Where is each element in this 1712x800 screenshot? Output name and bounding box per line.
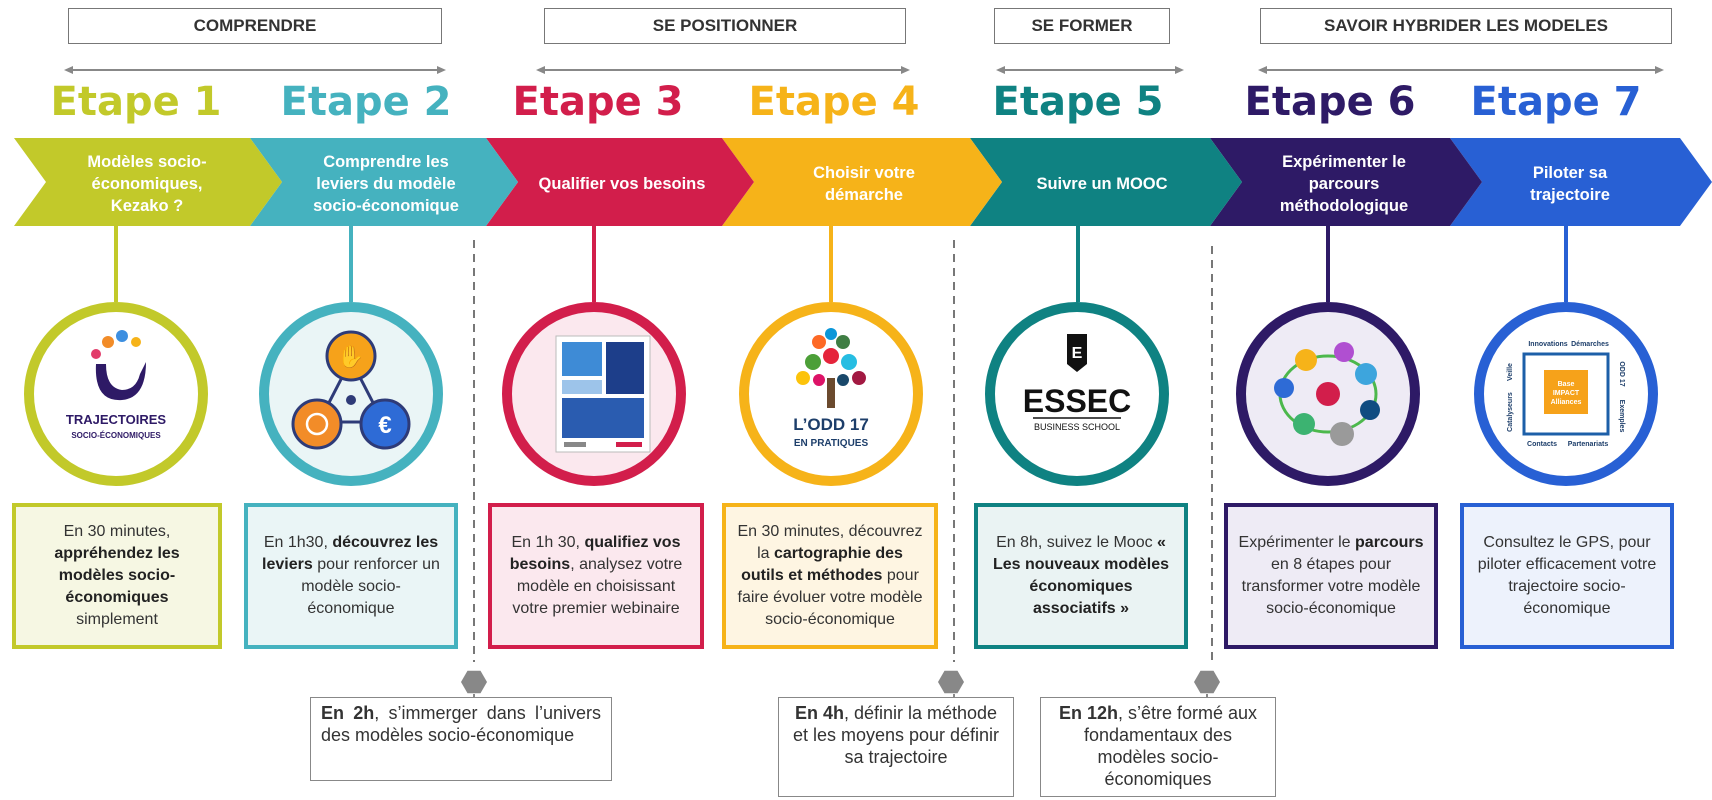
step-3-chevron-label: Qualifier vos besoins bbox=[538, 175, 706, 193]
step-7-chevron-label: Piloter sa trajectoire bbox=[1530, 164, 1610, 204]
chevron-3 bbox=[486, 138, 754, 226]
step-7-card: Consultez le GPS, pour piloter efficacem… bbox=[1460, 503, 1674, 649]
milestone-marker-2 bbox=[938, 670, 964, 694]
phase-se-former: SE FORMER bbox=[994, 8, 1170, 44]
svg-text:Contacts: Contacts bbox=[1527, 441, 1557, 448]
svg-text:EN PRATIQUES: EN PRATIQUES bbox=[794, 438, 869, 449]
step-7-title: Etape 7 bbox=[1470, 79, 1642, 125]
step-6-title: Etape 6 bbox=[1244, 79, 1416, 125]
milestone-note-12h: En 12h, s’être formé aux fondamentaux de… bbox=[1040, 697, 1276, 797]
milestone-note-4h: En 4h, définir la méthode et les moyens … bbox=[778, 697, 1014, 797]
chevron-2 bbox=[250, 138, 518, 226]
svg-text:ODD 17: ODD 17 bbox=[1618, 361, 1625, 386]
milestone-note-2h: En 2h, s’immerger dans l’univers des mod… bbox=[310, 697, 612, 781]
step-2-card: En 1h30, découvrez les leviers pour renf… bbox=[244, 503, 458, 649]
step-5-title: Etape 5 bbox=[992, 79, 1164, 125]
svg-text:Démarches: Démarches bbox=[1571, 341, 1609, 348]
chevron-7 bbox=[1450, 138, 1712, 226]
svg-text:✋: ✋ bbox=[337, 344, 364, 369]
icon-odd17-tree: L’ODD 17 EN PRATIQUES bbox=[739, 302, 923, 486]
svg-text:Catalyseurs: Catalyseurs bbox=[1507, 392, 1514, 432]
step-3-title: Etape 3 bbox=[512, 79, 684, 125]
milestone-marker-3 bbox=[1194, 670, 1220, 694]
phase-savoir-hybrider: SAVOIR HYBRIDER LES MODELES bbox=[1260, 8, 1672, 44]
step-5-card: En 8h, suivez le Mooc « Les nouveaux mod… bbox=[974, 503, 1188, 649]
svg-text:Alliances: Alliances bbox=[1551, 399, 1582, 406]
icon-leviers: ✋ € bbox=[259, 302, 443, 486]
svg-text:IMPACT: IMPACT bbox=[1553, 390, 1580, 397]
svg-text:L’ODD 17: L’ODD 17 bbox=[793, 415, 869, 434]
chevron-5 bbox=[970, 138, 1242, 226]
svg-text:Innovations: Innovations bbox=[1528, 341, 1567, 348]
step-6-chevron-label: Expérimenter le parcours méthodologique bbox=[1279, 153, 1409, 215]
svg-text:Partenariats: Partenariats bbox=[1568, 441, 1609, 448]
chevron-4 bbox=[722, 138, 1002, 226]
icon-parcours-cycle bbox=[1236, 302, 1420, 486]
icon-trajectoires-logo: TRAJECTOIRES SOCIO-ÉCONOMIQUES bbox=[24, 302, 208, 486]
chevron-6 bbox=[1210, 138, 1482, 226]
chevron-1 bbox=[14, 138, 282, 226]
icon-gps-impact: Base IMPACT Alliances Innovations Démarc… bbox=[1474, 302, 1658, 486]
step-4-card: En 30 minutes, découvrez la cartographie… bbox=[722, 503, 938, 649]
svg-text:ESSEC: ESSEC bbox=[1023, 383, 1131, 419]
step-1-chevron-label: Modèles socio-économiques, Kezako ? bbox=[87, 153, 207, 215]
phase-se-positionner: SE POSITIONNER bbox=[544, 8, 906, 44]
svg-text:BUSINESS SCHOOL: BUSINESS SCHOOL bbox=[1034, 422, 1120, 432]
step-2-chevron-label: Comprendre les leviers du modèle socio-é… bbox=[313, 153, 459, 215]
step-4-chevron-label: Choisir votre démarche bbox=[813, 164, 915, 204]
svg-text:Base: Base bbox=[1558, 381, 1575, 388]
svg-text:TRAJECTOIRES: TRAJECTOIRES bbox=[66, 412, 166, 427]
svg-text:€: € bbox=[378, 412, 391, 439]
svg-text:SOCIO-ÉCONOMIQUES: SOCIO-ÉCONOMIQUES bbox=[71, 431, 161, 440]
step-3-card: En 1h 30, qualifiez vos besoins, analyse… bbox=[488, 503, 704, 649]
svg-text:Exemples: Exemples bbox=[1618, 400, 1625, 433]
phase-comprendre: COMPRENDRE bbox=[68, 8, 442, 44]
svg-text:Veille: Veille bbox=[1507, 363, 1514, 381]
step-5-chevron-label: Suivre un MOOC bbox=[1036, 175, 1168, 193]
milestone-marker-1 bbox=[461, 670, 487, 694]
icon-webinaire-brochure bbox=[502, 302, 686, 486]
step-1-title: Etape 1 bbox=[50, 79, 222, 125]
step-2-title: Etape 2 bbox=[280, 79, 452, 125]
svg-text:E: E bbox=[1072, 345, 1083, 362]
icon-essec-logo: E ESSEC BUSINESS SCHOOL bbox=[985, 302, 1169, 486]
step-6-card: Expérimenter le parcours en 8 étapes pou… bbox=[1224, 503, 1438, 649]
step-1-card: En 30 minutes, appréhendez les modèles s… bbox=[12, 503, 222, 649]
step-4-title: Etape 4 bbox=[748, 79, 920, 125]
